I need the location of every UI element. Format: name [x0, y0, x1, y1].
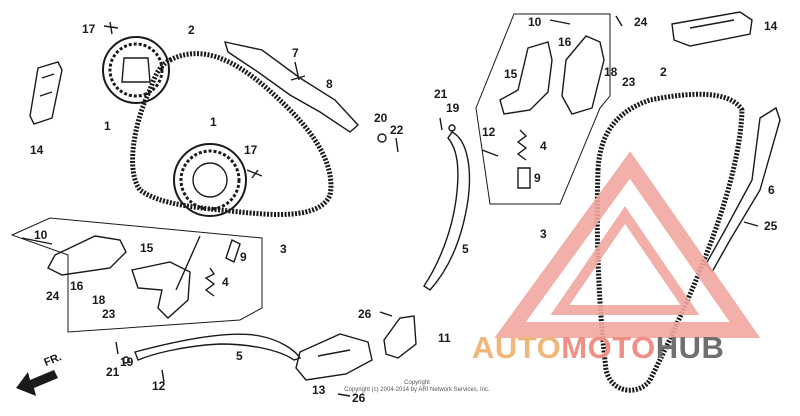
front-arrow-icon [16, 370, 58, 396]
callout-10-left: 10 [34, 228, 48, 242]
callout-12-lower: 12 [152, 379, 166, 393]
bracket-14-left [29, 61, 63, 125]
pin-22 [395, 137, 399, 153]
callout-2: 2 [188, 23, 195, 37]
callout-4-left: 4 [222, 275, 229, 289]
callout-23-left: 23 [102, 307, 116, 321]
chain-guide-5-center [423, 131, 471, 291]
copyright-line-1: Copyright [404, 380, 430, 386]
callout-25: 25 [764, 219, 778, 233]
watermark-part-2: MOTO [561, 330, 656, 365]
callout-14: 14 [30, 143, 44, 157]
bracket-11 [383, 315, 417, 359]
callout-26: 26 [358, 307, 372, 321]
bracket-13 [295, 333, 373, 381]
bolt-7 [290, 61, 306, 81]
pin-21-upper [439, 117, 443, 131]
callout-22: 22 [390, 123, 404, 137]
callout-21: 21 [434, 87, 448, 101]
bolt-26-lower [337, 393, 351, 397]
pin-21-lower [115, 341, 119, 355]
tensioner-plate-15-right [499, 41, 553, 115]
callout-23: 23 [622, 75, 636, 89]
bolt-10-right [549, 19, 571, 25]
watermark-part-3: HUB [655, 330, 725, 365]
tensioner-box-right [475, 13, 611, 205]
cam-sprocket-upper [102, 36, 170, 104]
bracket-14-right [671, 11, 753, 47]
callout-9: 9 [534, 171, 541, 185]
chain-guide-5-lower [134, 333, 302, 361]
watermark-part-1: AUTO [472, 330, 562, 365]
callout-3-left: 3 [280, 242, 287, 256]
copyright-notice: Copyright Copyright (c) 2004-2014 by ARI… [332, 380, 502, 394]
callout-18: 18 [604, 65, 618, 79]
callout-16-left: 16 [70, 279, 84, 293]
callout-19: 19 [446, 101, 460, 115]
tensioner-arm-16-right [561, 35, 605, 115]
bolt-26-upper [379, 311, 393, 317]
washer-20 [377, 133, 387, 143]
callout-24-left: 24 [46, 289, 60, 303]
callout-5-lower: 5 [236, 349, 243, 363]
callout-17-lower: 17 [244, 143, 258, 157]
bolt-10-left [21, 237, 53, 245]
callout-11: 11 [438, 331, 451, 345]
bolt-24-right [615, 15, 623, 27]
rod-left [175, 235, 201, 291]
washer-19-lower [122, 356, 130, 364]
callout-20: 20 [374, 111, 388, 125]
callout-7: 7 [292, 46, 299, 60]
copyright-line-2: Copyright (c) 2004-2014 by ARI Network S… [344, 386, 490, 393]
watermark-text: AUTOMOTOHUB [472, 330, 724, 366]
watermark-logo [494, 151, 761, 338]
callout-2-right: 2 [660, 65, 667, 79]
bolt-12-upper [481, 149, 499, 157]
callout-17: 17 [82, 22, 96, 36]
callout-5: 5 [462, 242, 469, 256]
callout-10: 10 [528, 15, 542, 29]
callout-24: 24 [634, 15, 648, 29]
callout-12: 12 [482, 125, 496, 139]
callout-13: 13 [312, 383, 326, 397]
tensioner-box-left [10, 217, 263, 333]
tensioner-arm-16-left [47, 235, 127, 276]
cam-chain-left [130, 51, 334, 218]
callout-16: 16 [558, 35, 572, 49]
callout-8: 8 [326, 77, 333, 91]
bolt-17-upper [103, 21, 119, 35]
callout-14-right: 14 [764, 19, 778, 33]
callout-3: 3 [540, 227, 547, 241]
callout-6: 6 [768, 183, 775, 197]
callout-19-lower: 19 [120, 355, 134, 369]
cam-chain-right [594, 91, 745, 393]
callout-18-left: 18 [92, 293, 106, 307]
chain-guide-plate [223, 41, 360, 133]
pushrod-9-right [517, 167, 531, 189]
spring-4-left [204, 267, 216, 297]
callout-21-lower: 21 [106, 365, 120, 379]
pushrod-9-left [225, 239, 241, 263]
spring-4-right [516, 129, 528, 161]
bolt-25 [743, 221, 759, 227]
bolt-12-lower [161, 369, 165, 383]
callout-1-lower: 1 [210, 115, 217, 129]
callout-15-left: 15 [140, 241, 154, 255]
tensioner-plate-15-left [131, 261, 191, 319]
washer-19-upper [448, 124, 456, 132]
chain-guide-6 [705, 106, 781, 274]
callout-4: 4 [540, 139, 547, 153]
callout-1: 1 [104, 119, 111, 133]
bolt-17-lower [246, 169, 263, 179]
callout-26-lower: 26 [352, 391, 366, 405]
cam-sprocket-lower [173, 143, 247, 217]
callout-9-left: 9 [240, 250, 247, 264]
callout-15: 15 [504, 67, 518, 81]
